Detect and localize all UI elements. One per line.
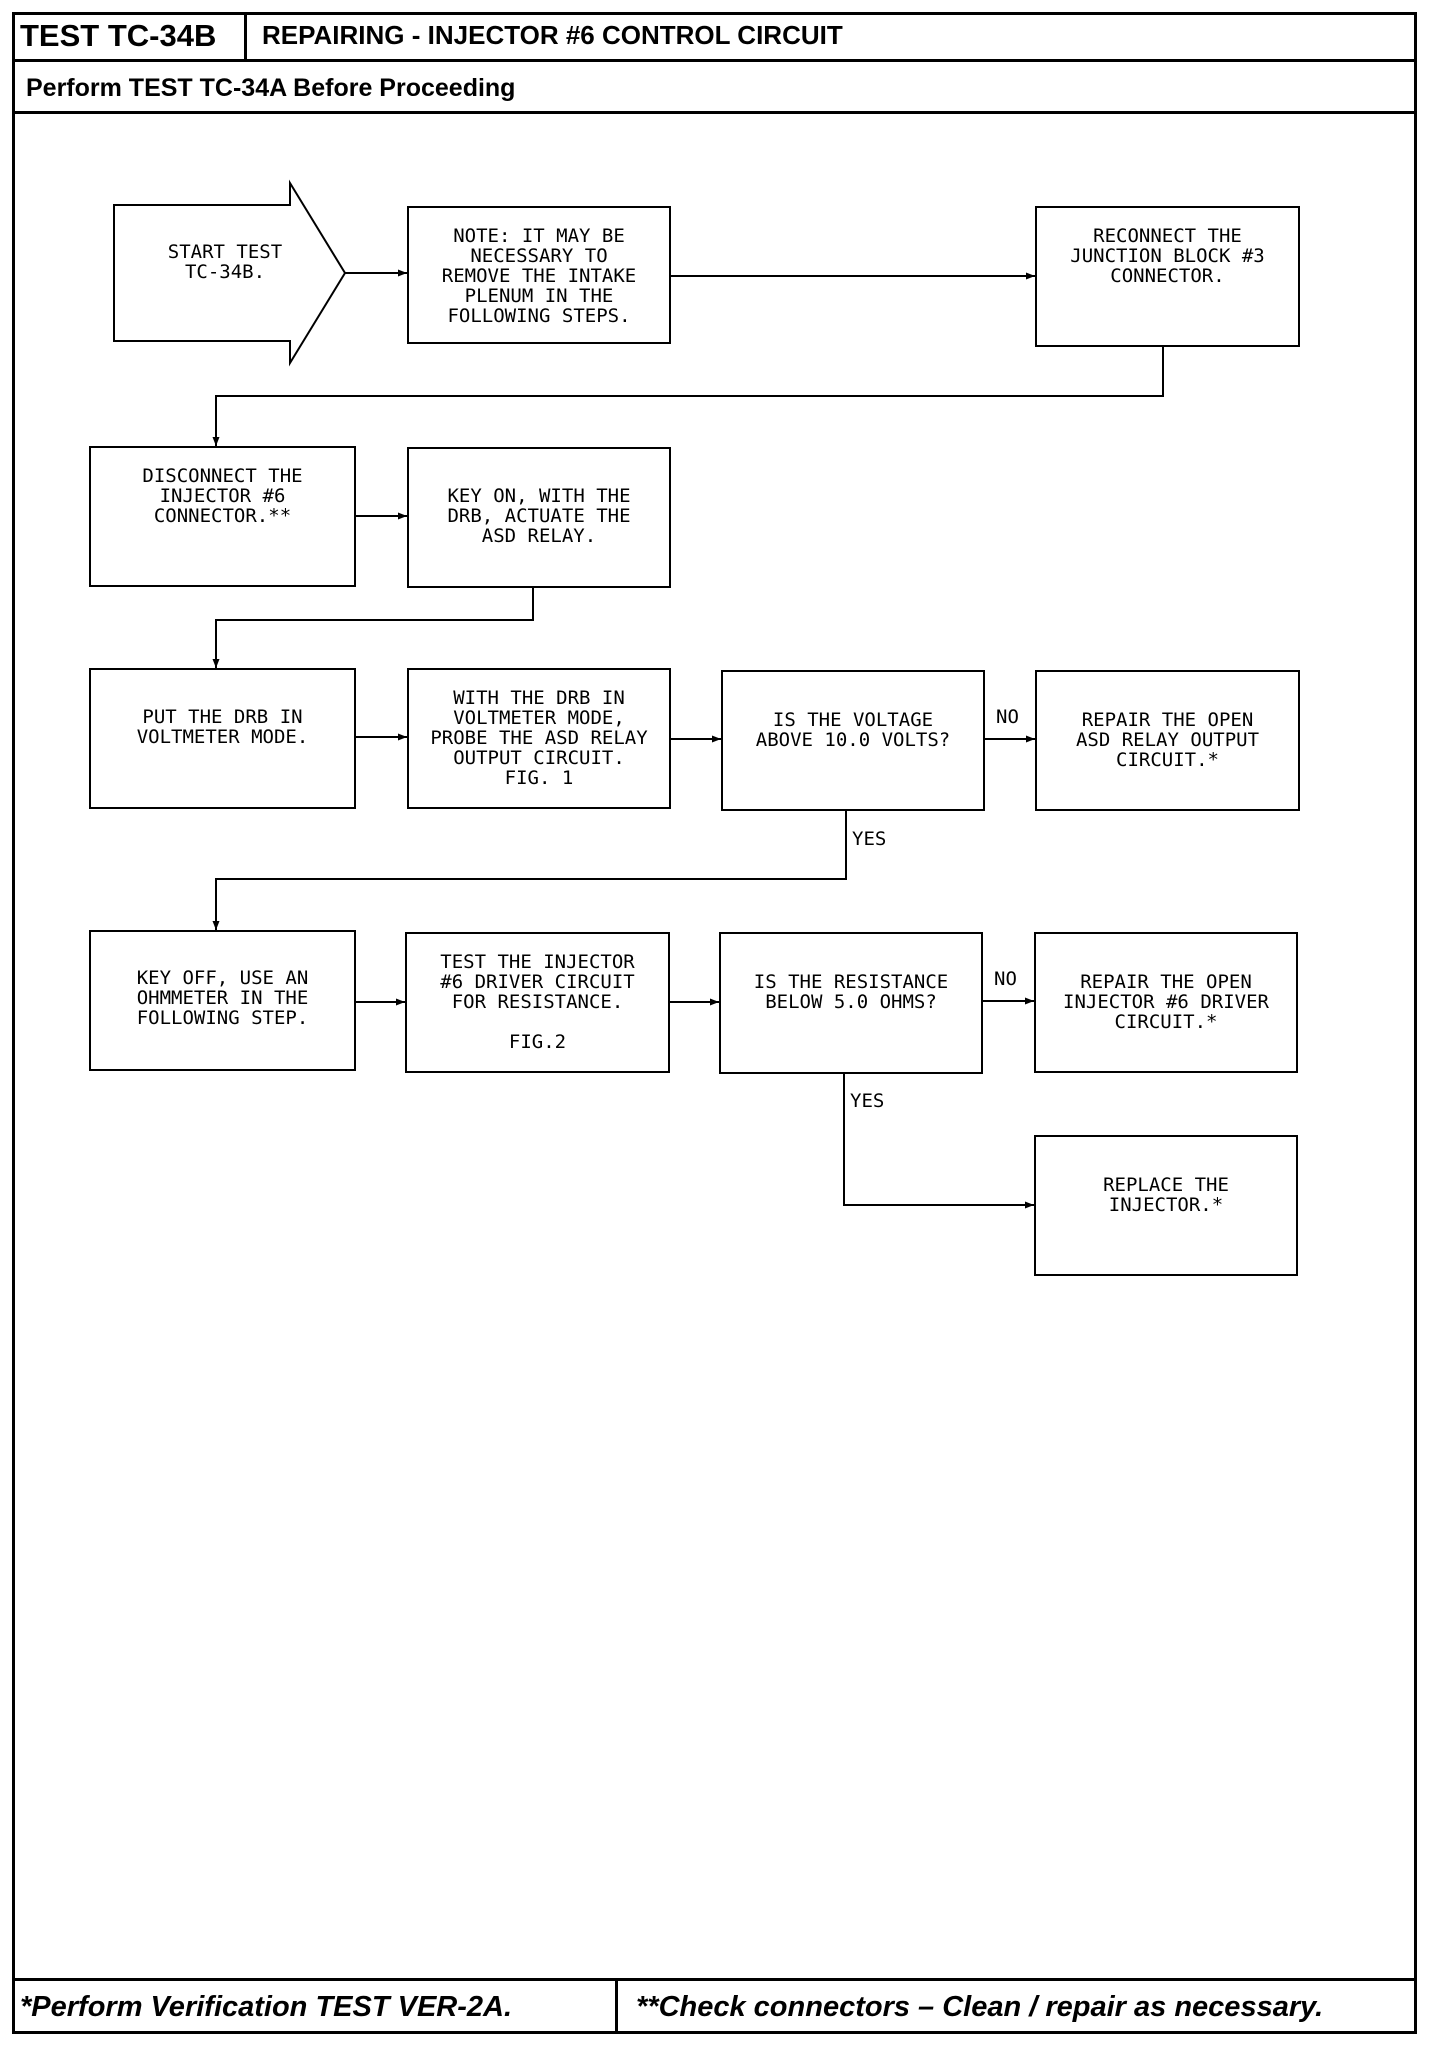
- connector-voltage-yes: [212, 811, 847, 930]
- prerequisite-note: Perform TEST TC-34A Before Proceeding: [12, 62, 1417, 114]
- key-off-box: KEY OFF, USE AN OHMMETER IN THE FOLLOWIN…: [89, 930, 356, 1071]
- note-box: NOTE: IT MAY BE NECESSARY TO REMOVE THE …: [407, 206, 671, 344]
- replace-injector-box: REPLACE THE INJECTOR.*: [1034, 1135, 1298, 1276]
- disconnect-box: DISCONNECT THE INJECTOR #6 CONNECTOR.**: [89, 446, 356, 587]
- voltage-no-label: NO: [996, 706, 1019, 728]
- test-driver-box: TEST THE INJECTOR #6 DRIVER CIRCUIT FOR …: [405, 932, 670, 1073]
- reconnect-box: RECONNECT THE JUNCTION BLOCK #3 CONNECTO…: [1035, 206, 1300, 347]
- page-title: REPAIRING - INJECTOR #6 CONTROL CIRCUIT: [262, 20, 843, 50]
- start-arrow-shape: [113, 179, 347, 367]
- key-on-box: KEY ON, WITH THE DRB, ACTUATE THE ASD RE…: [407, 447, 671, 588]
- voltage-yes-label: YES: [852, 828, 887, 850]
- connector-reconnect-disconnect: [212, 347, 1164, 446]
- footnote-single-asterisk: *Perform Verification TEST VER-2A.: [12, 1981, 618, 2034]
- resistance-question-box: IS THE RESISTANCE BELOW 5.0 OHMS?: [719, 932, 983, 1074]
- resistance-yes-label: YES: [850, 1090, 885, 1112]
- footnote-double-asterisk: **Check connectors – Clean / repair as n…: [636, 1991, 1324, 2023]
- voltage-question-box: IS THE VOLTAGE ABOVE 10.0 VOLTS?: [721, 670, 985, 811]
- connector-resistance-yes: [843, 1074, 1034, 1209]
- footer-bar: *Perform Verification TEST VER-2A. **Che…: [12, 1978, 1417, 2034]
- voltmeter-box: PUT THE DRB IN VOLTMETER MODE.: [89, 668, 356, 809]
- test-id: TEST TC-34B: [12, 12, 247, 59]
- page-frame: [12, 12, 1417, 2034]
- header-bar: TEST TC-34B REPAIRING - INJECTOR #6 CONT…: [12, 12, 1417, 62]
- probe-box: WITH THE DRB IN VOLTMETER MODE, PROBE TH…: [407, 668, 671, 809]
- resistance-no-label: NO: [994, 968, 1017, 990]
- start-box: START TEST TC-34B.: [167, 241, 283, 283]
- repair-asd-box: REPAIR THE OPEN ASD RELAY OUTPUT CIRCUIT…: [1035, 670, 1300, 811]
- connector-keyon-voltmeter: [212, 588, 534, 668]
- repair-driver-box: REPAIR THE OPEN INJECTOR #6 DRIVER CIRCU…: [1034, 932, 1298, 1073]
